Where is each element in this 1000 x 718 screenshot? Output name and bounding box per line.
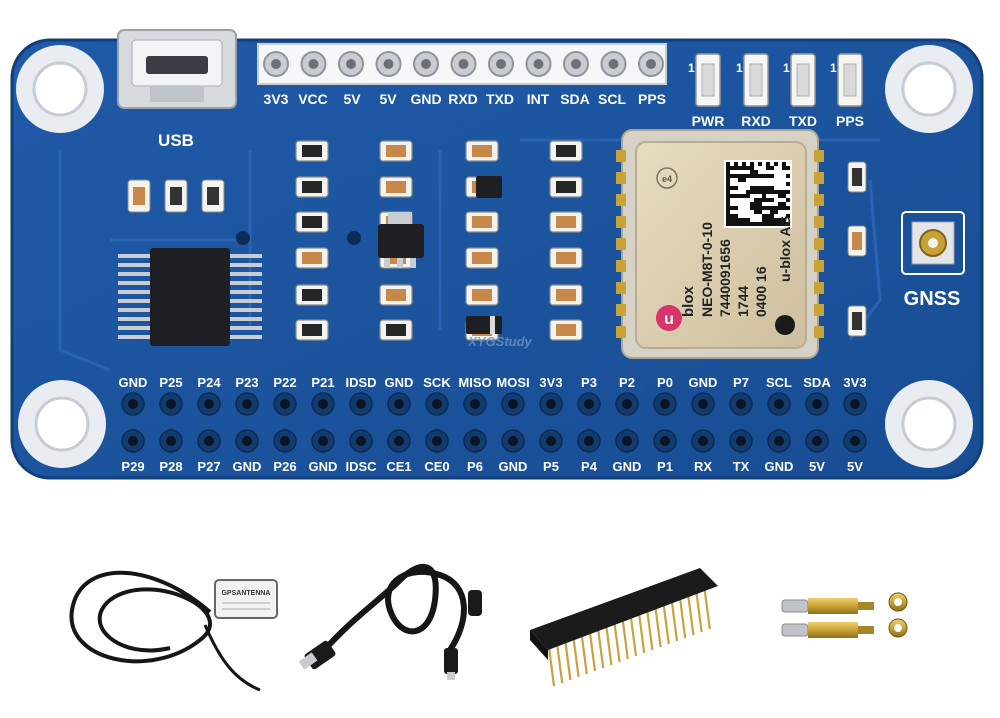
module-serial: 7440091656	[717, 239, 733, 317]
led-pin1-mark: 1	[830, 61, 837, 75]
header-pin-label: SCL	[598, 91, 626, 107]
gpio-bottom-label: GND	[765, 459, 794, 474]
usb-label: USB	[158, 131, 194, 150]
gpio-header	[121, 392, 867, 453]
gpio-bottom-label: CE1	[386, 459, 411, 474]
header-pin-label: INT	[527, 91, 550, 107]
gpio-bottom-label: IDSC	[345, 459, 377, 474]
gnss-antenna-accessory: GPSANTENNA	[69, 570, 278, 692]
gpio-bottom-label: P28	[159, 459, 182, 474]
gpio-bottom-label: CE0	[424, 459, 449, 474]
gpio-bottom-label: GND	[233, 459, 262, 474]
gpio-bottom-labels: P29 P28 P27 GND P26 GND IDSC CE1 CE0 P6 GND P5 P4 GND…	[121, 459, 863, 474]
header-pin-label: TXD	[486, 91, 514, 107]
gpio-bottom-label: GND	[613, 459, 642, 474]
gpio-bottom-label: P6	[467, 459, 483, 474]
gpio-bottom-label: RX	[694, 459, 712, 474]
gpio-top-label: GND	[385, 375, 414, 390]
gpio-bottom-label: P4	[581, 459, 598, 474]
mounting-hole-tl	[16, 45, 104, 133]
module-model: NEO-M8T-0-10	[699, 222, 715, 317]
uart-header-labels: 3V3 VCC 5V 5V GND RXD TXD INT SDA SCL PPS	[264, 91, 666, 107]
led-label: RXD	[741, 113, 771, 129]
gnss-module: e4 u blox NEO-M8T-0-10 7440091656 1744 0…	[616, 129, 824, 359]
gpio-top-label: MISO	[458, 375, 491, 390]
ublox-logo: u	[656, 305, 682, 331]
gpio-top-label: P22	[273, 375, 296, 390]
diode	[466, 316, 502, 334]
led-label: TXD	[789, 113, 817, 129]
led-label: PPS	[836, 113, 864, 129]
gpio-top-label: 3V3	[843, 375, 866, 390]
gpio-top-label: P0	[657, 375, 673, 390]
gpio-top-labels: GND P25 P24 P23 P22 P21 IDSD GND SCK MISO MOSI 3V3 P…	[119, 375, 867, 390]
usb-uart-chip	[118, 248, 262, 346]
smd-components-right	[847, 161, 867, 337]
mounting-hole-tr	[885, 45, 973, 133]
module-line2: 0400 16	[753, 266, 769, 317]
gpio-top-label: P2	[619, 375, 635, 390]
gnss-label: GNSS	[904, 288, 961, 310]
usb-cable-accessory	[298, 563, 482, 680]
gpio-bottom-label: P1	[657, 459, 673, 474]
led-pin1-mark: 1	[736, 61, 743, 75]
led-pin1-mark: 1	[688, 61, 695, 75]
gpio-top-label: P7	[733, 375, 749, 390]
header-pin-label: 5V	[343, 91, 361, 107]
standoffs-accessory	[781, 592, 908, 638]
gpio-top-label: IDSD	[345, 375, 376, 390]
gpio-top-label: SDA	[803, 375, 831, 390]
header-pin-label: GND	[410, 91, 441, 107]
gpio-top-label: P21	[311, 375, 334, 390]
led-label: PWR	[692, 113, 725, 129]
module-brand: blox	[680, 286, 697, 317]
gpio-bottom-label: P27	[197, 459, 220, 474]
gpio-top-label: GND	[689, 375, 718, 390]
gpio-bottom-label: 5V	[847, 459, 863, 474]
header-pin-label: VCC	[298, 91, 328, 107]
gpio-bottom-label: P29	[121, 459, 144, 474]
voltage-regulator	[378, 212, 424, 268]
uart-header	[257, 43, 667, 85]
small-ic	[476, 176, 502, 198]
gpio-top-label: SCK	[423, 375, 451, 390]
gpio-top-label: P24	[197, 375, 221, 390]
gpio-bottom-label: P26	[273, 459, 296, 474]
header-pin-label: SDA	[560, 91, 590, 107]
gpio-bottom-label: GND	[309, 459, 338, 474]
module-line1: 1744	[735, 286, 751, 317]
header-pin-label: 5V	[379, 91, 397, 107]
datamatrix-code	[724, 160, 792, 228]
gpio-bottom-label: P5	[543, 459, 559, 474]
pin-header-accessory	[530, 568, 718, 687]
gpio-top-label: 3V3	[539, 375, 562, 390]
svg-text:u: u	[664, 311, 674, 328]
usb-connector	[117, 29, 237, 109]
gpio-bottom-label: GND	[499, 459, 528, 474]
mounting-hole-br	[885, 380, 973, 468]
header-pin-label: 3V3	[264, 91, 289, 107]
module-badge: e4	[662, 174, 672, 184]
watermark: XYGStudy	[467, 334, 532, 349]
gpio-top-label: GND	[119, 375, 148, 390]
mounting-hole-bl	[18, 380, 106, 468]
led-pin1-mark: 1	[783, 61, 790, 75]
gpio-bottom-label: 5V	[809, 459, 825, 474]
gpio-top-label: SCL	[766, 375, 792, 390]
module-maker: u-blox AG	[777, 216, 793, 282]
gpio-top-label: P25	[159, 375, 182, 390]
gnss-hat-board: USB 3V3 VCC 5V 5V GND RXD TXD INT SDA SCL PPS 1PWR…	[10, 29, 984, 480]
antenna-connector	[901, 211, 965, 275]
header-pin-label: RXD	[448, 91, 478, 107]
antenna-label: GPSANTENNA	[221, 590, 270, 597]
smd-components-left	[127, 179, 361, 245]
gpio-top-label: MOSI	[496, 375, 529, 390]
gpio-top-label: P3	[581, 375, 597, 390]
gpio-bottom-label: TX	[733, 459, 750, 474]
header-pin-label: PPS	[638, 91, 666, 107]
gpio-top-label: P23	[235, 375, 258, 390]
